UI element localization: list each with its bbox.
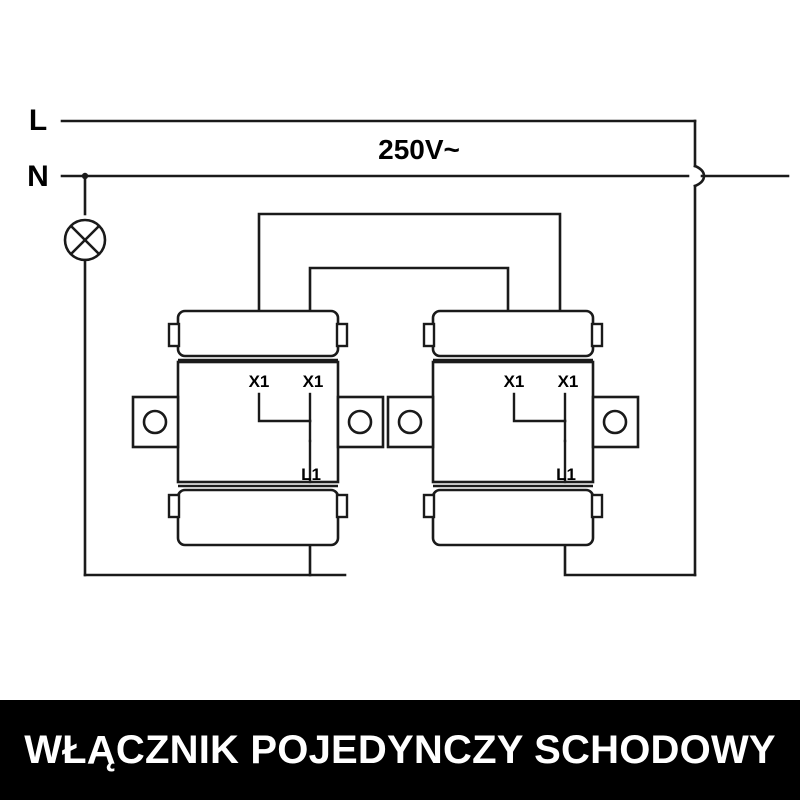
caption-title: WŁĄCZNIK POJEDYNCZY SCHODOWY <box>24 728 776 772</box>
switch-right-label-x1-a: X1 <box>504 372 525 391</box>
switch-left-label-x1-a: X1 <box>249 372 270 391</box>
label-neutral-rail: N <box>27 160 49 193</box>
switch-left-top-tab-right <box>335 322 349 348</box>
lamp-return-wire <box>83 258 347 577</box>
switch-right-claw-right-screw <box>602 409 628 435</box>
label-voltage: 250V~ <box>378 134 460 165</box>
switch-left-bottom-tab-right <box>335 493 349 519</box>
switch-right-bottom-tab-right <box>590 493 604 519</box>
caption-bar: WŁĄCZNIK POJEDYNCZY SCHODOWY <box>0 700 800 800</box>
traveler-wire-outer <box>257 212 562 312</box>
switch-right-contact-symbol <box>512 392 567 484</box>
neutral-junction-dot <box>81 172 89 180</box>
switch-left[interactable]: X1 X1 L1 <box>131 309 385 547</box>
switch-right[interactable]: X1 X1 L1 <box>386 309 640 547</box>
lamp-symbol <box>63 218 107 262</box>
switch-left-label-x1-b: X1 <box>303 372 324 391</box>
switch-right-claw-left-screw <box>397 409 423 435</box>
switch-right-body <box>431 360 595 484</box>
switch-left-contact-symbol <box>257 392 312 484</box>
switch-left-label-l1: L1 <box>301 465 321 484</box>
traveler-wire-inner <box>308 266 510 312</box>
switch-left-top-cap <box>176 309 340 358</box>
switch-right-top-tab-left <box>422 322 436 348</box>
live-rail-wire <box>60 119 706 577</box>
lamp-cross-b <box>70 225 100 255</box>
switch-right-label-l1: L1 <box>556 465 576 484</box>
switch-right-bottom-cap <box>431 488 595 547</box>
switch-left-claw-left-screw <box>142 409 168 435</box>
switch-right-label-x1-b: X1 <box>558 372 579 391</box>
switch-right-top-tab-right <box>590 322 604 348</box>
switch-right-bottom-tab-left <box>422 493 436 519</box>
switch-left-top-tab-left <box>167 322 181 348</box>
switch-right-common-wire <box>563 543 697 577</box>
switch-left-bottom-tab-left <box>167 493 181 519</box>
neutral-rail-wire <box>60 174 790 216</box>
label-line-rail: L <box>29 104 47 137</box>
switch-right-top-cap <box>431 309 595 358</box>
switch-left-claw-right-screw <box>347 409 373 435</box>
switch-left-bottom-cap <box>176 488 340 547</box>
